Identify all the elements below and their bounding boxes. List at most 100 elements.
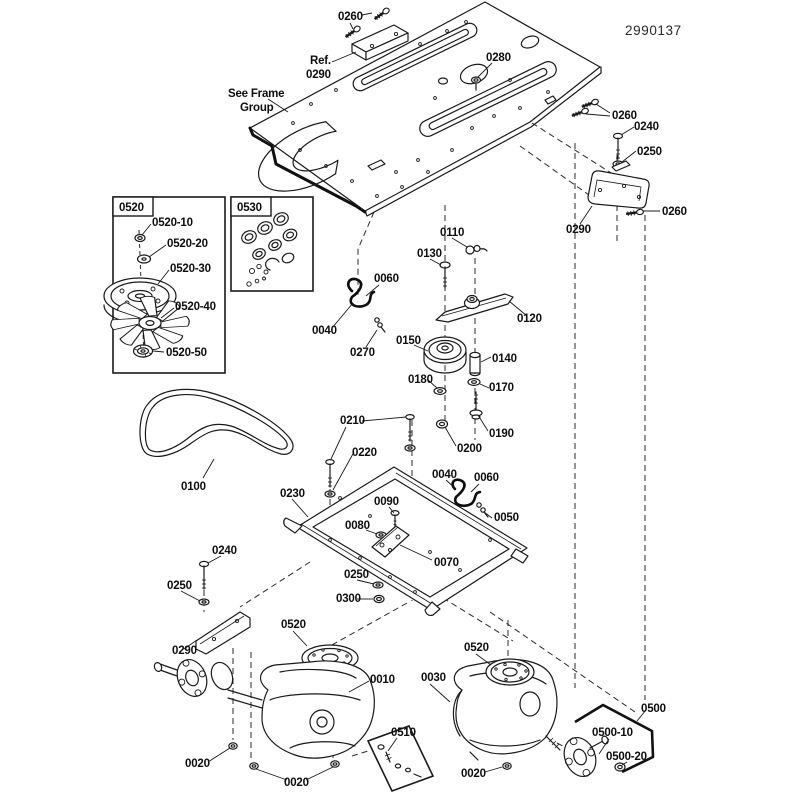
screw-0260-top-b [342, 23, 363, 41]
callout-0100: 0100 [181, 481, 206, 493]
callout-0200: 0200 [457, 443, 482, 455]
bolt-0240-right [612, 132, 624, 160]
callout-0520-50: 0520-50 [166, 347, 207, 359]
nut-0020-left [228, 742, 238, 750]
fan-spacer-0520-50 [132, 344, 154, 358]
bracket-0290-left [195, 611, 251, 655]
callout-0120: 0120 [517, 313, 542, 325]
deck-slot-lower [419, 61, 557, 137]
transaxle-right-0030 [452, 658, 561, 761]
kit-tag-0530: 0530 [237, 202, 262, 214]
callout-0260-top: 0260 [338, 11, 363, 23]
callout-0150: 0150 [396, 335, 421, 347]
callout-0080: 0080 [345, 520, 370, 532]
hub-0500-10 [563, 735, 609, 777]
clip-0270 [374, 317, 386, 333]
callout-0140: 0140 [492, 353, 517, 365]
callout-0290-left: 0290 [172, 645, 197, 657]
spring-wire-0040-0060-frame [451, 478, 482, 508]
callout-0220: 0220 [352, 447, 377, 459]
spring-wire-0060-mid [346, 277, 376, 308]
callout-0250-right: 0250 [637, 146, 662, 158]
callout-0260-right: 0260 [612, 110, 637, 122]
callout-0190: 0190 [489, 428, 514, 440]
nuts-0020 [228, 742, 512, 770]
frame-note-line1: See Frame [228, 88, 284, 100]
callout-0250-frame: 0250 [344, 569, 369, 581]
callout-0270: 0270 [350, 347, 375, 359]
ref-note-line2: 0290 [306, 69, 331, 81]
pulley-0150 [423, 336, 467, 374]
washer-0170 [467, 378, 481, 387]
callout-0260-right2: 0260 [662, 206, 687, 218]
frame-holes [328, 496, 492, 594]
callout-0500: 0500 [641, 703, 666, 715]
belt-0100 [139, 388, 294, 457]
callout-labels: 2990137 0260 Ref. 0290 0280 See Frame Gr… [119, 11, 687, 789]
screw-0260-right-c [624, 207, 645, 218]
plate-0070 [371, 525, 410, 558]
deck-slot-upper [352, 22, 478, 92]
callout-0520-20: 0520-20 [167, 238, 208, 250]
bolt-0210-left [325, 459, 335, 488]
callout-0050: 0050 [494, 512, 519, 524]
frame-deck-plate [248, 1, 602, 217]
callout-0290-right: 0290 [566, 224, 591, 236]
callout-0250-left: 0250 [167, 580, 192, 592]
callout-0020-left: 0020 [185, 758, 210, 770]
callout-0520-10: 0520-10 [152, 217, 193, 229]
transaxle-left-0010 [153, 644, 375, 759]
callout-0060-mid: 0060 [374, 273, 399, 285]
callout-0020-center: 0020 [284, 777, 309, 789]
screw-0260-top-a [371, 5, 392, 23]
frame-note-line2: Group [240, 102, 274, 114]
callout-0500-10: 0500-10 [592, 727, 633, 739]
kit-tag-0520: 0520 [119, 202, 144, 214]
callout-0110: 0110 [440, 227, 464, 239]
frame-0230 [283, 466, 529, 617]
callout-0170: 0170 [489, 382, 514, 394]
washer-0280 [470, 76, 482, 91]
callout-0030: 0030 [421, 672, 446, 684]
screw-0260-right-b [569, 106, 591, 120]
callout-0510: 0510 [391, 727, 416, 739]
callout-0040-frame: 0040 [432, 469, 457, 481]
clip-0050 [476, 502, 489, 518]
ref-bracket-0290-top [351, 24, 409, 61]
fan-nut-0520-10 [134, 233, 146, 243]
callout-0070: 0070 [434, 557, 459, 569]
nut-0200 [435, 419, 449, 429]
deck-horseshoe-rib [257, 121, 339, 192]
washer-0220 [324, 444, 416, 498]
seal-kit-box-0530 [230, 196, 314, 292]
callout-0020-right: 0020 [461, 768, 486, 780]
callout-0280: 0280 [486, 52, 511, 64]
bolt-0240-left [198, 560, 210, 590]
callout-0230: 0230 [280, 488, 305, 500]
callout-0520-40: 0520-40 [175, 301, 216, 313]
washer-0250-frame [372, 581, 384, 589]
bolt-0130 [439, 261, 451, 289]
bolt-0190 [469, 391, 483, 420]
nut-0020-right [502, 762, 512, 770]
callout-0500-20: 0500-20 [606, 751, 647, 763]
seal-kit-bearings [241, 212, 298, 287]
callout-0240-left: 0240 [212, 545, 237, 557]
deck-small-holes [291, 20, 550, 198]
callout-0060-frame: 0060 [474, 472, 499, 484]
blade-0120 [435, 293, 514, 323]
callout-0180: 0180 [408, 374, 433, 386]
callout-0520-trans-left: 0520 [281, 619, 306, 631]
callout-0240-right: 0240 [634, 121, 659, 133]
clip-0110 [465, 244, 488, 255]
ref-note-line1: Ref. [310, 55, 331, 67]
spacer-0140 [469, 351, 481, 377]
bolt-0210-right [405, 414, 415, 442]
callout-0010: 0010 [370, 674, 395, 686]
nut-0020-center-b [330, 760, 340, 768]
callout-0520-30: 0520-30 [170, 263, 211, 275]
decal-kit-box-0510 [366, 724, 435, 793]
fan-washer-0520-20 [136, 254, 152, 264]
callout-0520-trans-right: 0520 [464, 642, 489, 654]
